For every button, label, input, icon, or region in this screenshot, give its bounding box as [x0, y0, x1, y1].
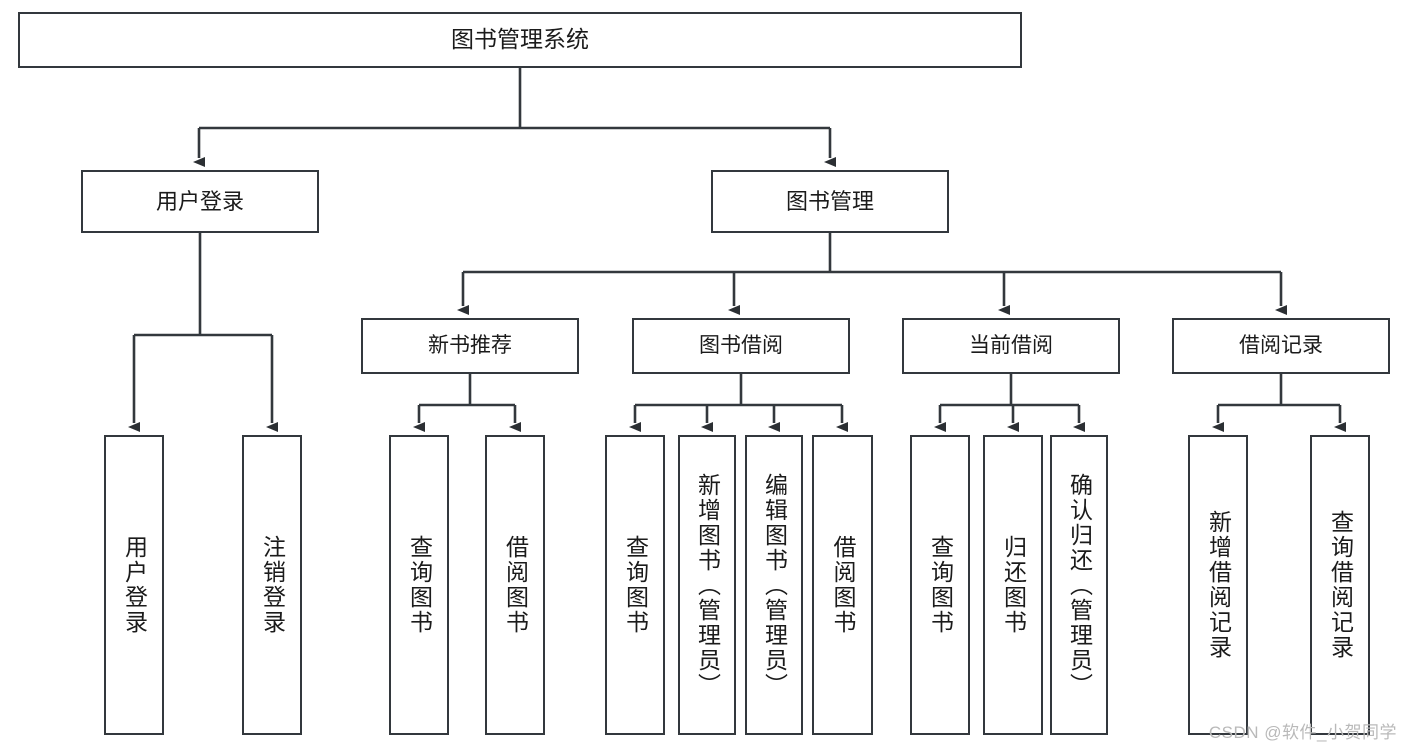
- node-book-borrow[interactable]: 图书借阅: [632, 318, 850, 374]
- node-leaf-add-book[interactable]: 新增图书（管理员）: [678, 435, 736, 735]
- node-current-borrow[interactable]: 当前借阅: [902, 318, 1120, 374]
- node-book-manage-label: 图书管理: [785, 188, 874, 214]
- node-leaf-query-book-2[interactable]: 查询图书: [605, 435, 665, 735]
- node-leaf-add-record[interactable]: 新增借阅记录: [1188, 435, 1248, 735]
- node-book-borrow-label: 图书借阅: [699, 333, 783, 357]
- node-leaf-query-book-3-label: 查询图书: [927, 535, 954, 635]
- node-leaf-query-book-3[interactable]: 查询图书: [910, 435, 970, 735]
- node-leaf-borrow-book-2-label: 借阅图书: [830, 535, 856, 635]
- node-leaf-query-book-1[interactable]: 查询图书: [389, 435, 449, 735]
- node-borrow-record-label: 借阅记录: [1239, 333, 1323, 357]
- node-leaf-return-book-label: 归还图书: [1000, 535, 1027, 635]
- node-root-label: 图书管理系统: [451, 26, 589, 53]
- node-leaf-query-record-label: 查询借阅记录: [1327, 510, 1354, 660]
- node-leaf-borrow-book-1[interactable]: 借阅图书: [485, 435, 545, 735]
- node-leaf-user-logout-label: 注销登录: [259, 535, 286, 635]
- watermark-text: CSDN @软件_小贺同学: [1208, 723, 1397, 742]
- node-leaf-add-book-label: 新增图书（管理员）: [694, 472, 721, 698]
- node-book-manage[interactable]: 图书管理: [711, 170, 949, 233]
- node-user-login[interactable]: 用户登录: [81, 170, 319, 233]
- node-leaf-borrow-book-1-label: 借阅图书: [502, 535, 529, 635]
- node-leaf-query-book-1-label: 查询图书: [406, 535, 433, 635]
- node-current-borrow-label: 当前借阅: [969, 333, 1053, 357]
- node-leaf-confirm-return[interactable]: 确认归还（管理员）: [1050, 435, 1108, 735]
- node-new-book-recommend-label: 新书推荐: [428, 333, 512, 357]
- node-new-book-recommend[interactable]: 新书推荐: [361, 318, 579, 374]
- node-leaf-query-book-2-label: 查询图书: [622, 535, 649, 635]
- node-leaf-user-login[interactable]: 用户登录: [104, 435, 164, 735]
- node-leaf-confirm-return-label: 确认归还（管理员）: [1066, 472, 1093, 698]
- node-leaf-add-record-label: 新增借阅记录: [1205, 510, 1232, 660]
- node-leaf-borrow-book-2[interactable]: 借阅图书: [812, 435, 873, 735]
- node-borrow-record[interactable]: 借阅记录: [1172, 318, 1390, 374]
- node-leaf-user-logout[interactable]: 注销登录: [242, 435, 302, 735]
- node-leaf-edit-book[interactable]: 编辑图书（管理员）: [745, 435, 803, 735]
- node-user-login-label: 用户登录: [155, 188, 244, 214]
- node-leaf-user-login-label: 用户登录: [121, 535, 148, 635]
- node-leaf-query-record[interactable]: 查询借阅记录: [1310, 435, 1370, 735]
- node-leaf-return-book[interactable]: 归还图书: [983, 435, 1043, 735]
- node-leaf-edit-book-label: 编辑图书（管理员）: [761, 472, 788, 698]
- node-root[interactable]: 图书管理系统: [18, 12, 1022, 68]
